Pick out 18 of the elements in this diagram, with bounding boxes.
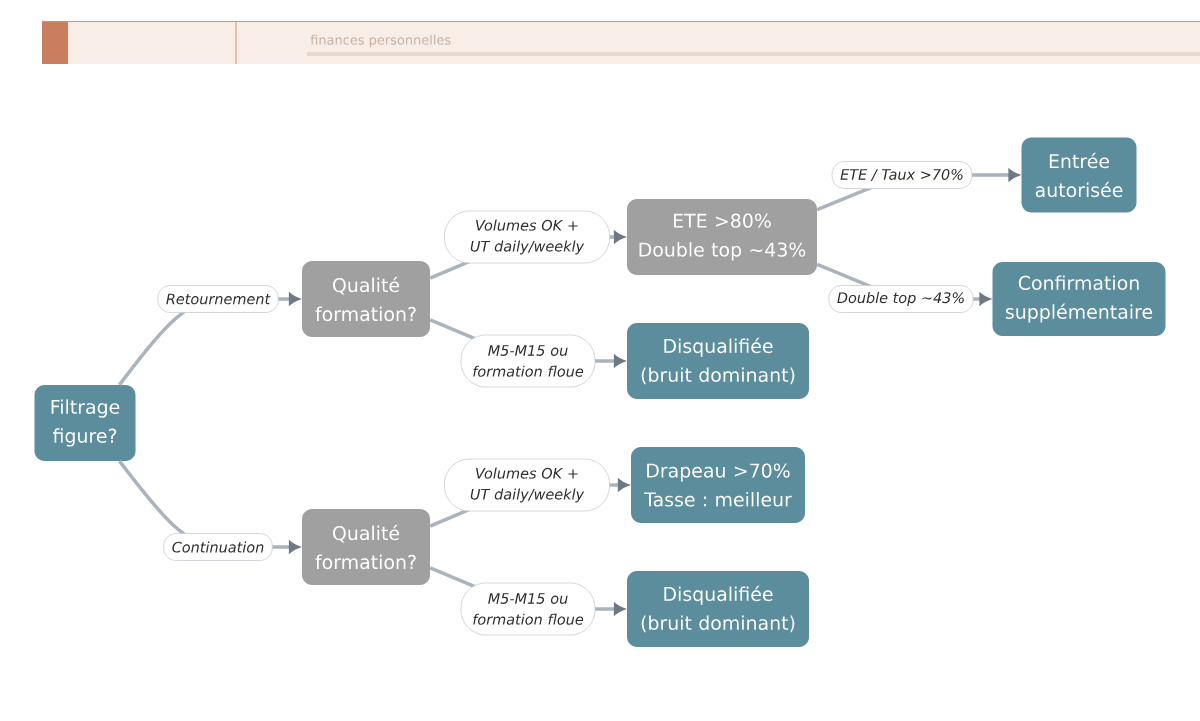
edge-label: Volumes OK + UT daily/weekly xyxy=(444,458,610,512)
edge-label: ETE / Taux >70% xyxy=(831,161,973,189)
process-box: Entrée autorisée xyxy=(1021,137,1137,213)
edge-label: Volumes OK + UT daily/weekly xyxy=(444,210,610,264)
process-box: Disqualifiée (bruit dominant) xyxy=(627,323,809,399)
edge-label: Retournement xyxy=(157,285,279,313)
edge-label: M5-M15 ou formation floue xyxy=(460,582,596,636)
process-box: Drapeau >70% Tasse : meilleur xyxy=(631,447,805,523)
edge-label: Double top ~43% xyxy=(828,285,974,313)
process-box: Qualité formation? xyxy=(302,509,430,585)
process-box: Disqualifiée (bruit dominant) xyxy=(627,571,809,647)
edge-label: M5-M15 ou formation floue xyxy=(460,334,596,388)
process-box: Filtrage figure? xyxy=(34,385,136,461)
process-box: Qualité formation? xyxy=(302,261,430,337)
process-box: ETE >80% Double top ~43% xyxy=(627,199,817,275)
tagline: finances personnelles xyxy=(310,34,451,48)
edge-label: Continuation xyxy=(163,533,273,561)
process-box: Confirmation supplémentaire xyxy=(992,262,1166,336)
